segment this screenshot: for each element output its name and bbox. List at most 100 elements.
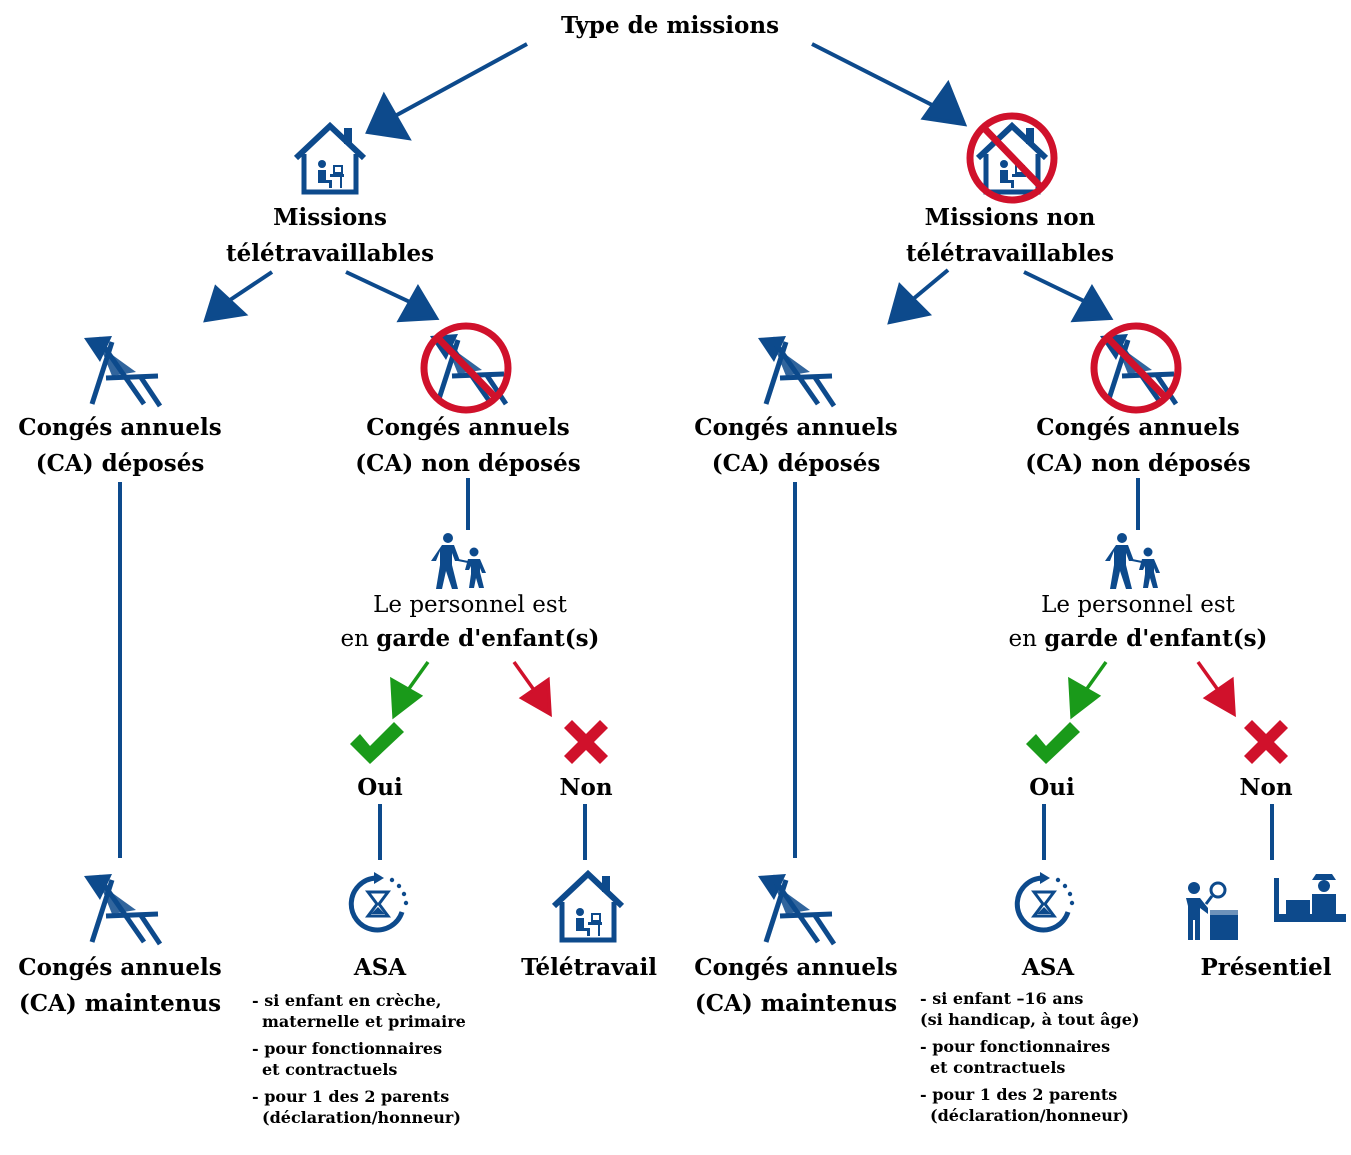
- branch-left-title: Missions télétravaillables: [180, 200, 480, 272]
- label-telework: Télétravail: [521, 954, 657, 981]
- root-title: Type de missions: [560, 12, 780, 39]
- label-l-notdeposited-line1: Congés annuels: [366, 414, 570, 441]
- checkmark-icon: [1026, 722, 1080, 764]
- notes-right: - si enfant –16 ans (si handicap, à tout…: [920, 988, 1200, 1132]
- label-r-deposited-line2: (CA) déposés: [711, 450, 881, 477]
- branch-left-line1: Missions: [273, 204, 387, 231]
- label-r-deposited-line1: Congés annuels: [694, 414, 898, 441]
- checkmark-icon: [350, 722, 404, 764]
- hourglass-timer-icon: [1014, 872, 1075, 933]
- note-item: - pour fonctionnaires et contractuels: [252, 1038, 522, 1080]
- arrow-root-right: [811, 42, 939, 110]
- label-r-no: Non: [1239, 774, 1293, 801]
- arrow-l-right: [345, 270, 413, 305]
- label-r-maintained-line1: Congés annuels: [694, 954, 898, 981]
- cross-icon: [564, 720, 608, 764]
- note-line2: (déclaration/honneur): [930, 1106, 1129, 1125]
- label-l-notdeposited: Congés annuels (CA) non déposés: [330, 410, 606, 482]
- label-r-notdeposited-line1: Congés annuels: [1036, 414, 1240, 441]
- deckchair-icon: [758, 336, 837, 408]
- house-telework-forbidden-icon: [966, 112, 1058, 204]
- note-item: - si enfant –16 ans (si handicap, à tout…: [920, 988, 1200, 1030]
- arrow-r-no-head: [1202, 676, 1236, 718]
- note-line2: (si handicap, à tout âge): [920, 1010, 1140, 1029]
- note-line1: - pour 1 des 2 parents: [920, 1085, 1118, 1104]
- arrow-r-left: [910, 268, 950, 302]
- arrow-root-left: [394, 42, 528, 118]
- deckchair-icon: [84, 874, 163, 946]
- note-item: - pour 1 des 2 parents (déclaration/honn…: [920, 1084, 1200, 1126]
- parent-child-icon: [1105, 533, 1160, 589]
- label-r-maintained: Congés annuels (CA) maintenus: [676, 950, 916, 1022]
- inspector-icon: [1186, 881, 1238, 940]
- childcare-line1: Le personnel est: [373, 592, 567, 618]
- note-line2: maternelle et primaire: [262, 1012, 466, 1031]
- branch-right-line1: Missions non: [924, 204, 1096, 231]
- label-l-maintained: Congés annuels (CA) maintenus: [0, 950, 240, 1022]
- parent-child-icon: [431, 533, 486, 589]
- arrow-r-right: [1023, 270, 1087, 304]
- arrow-l-no-head: [518, 676, 552, 718]
- note-line2: (déclaration/honneur): [262, 1108, 461, 1127]
- arrow-l-yes-head: [390, 676, 424, 720]
- cross-icon: [1244, 720, 1288, 764]
- arrow-r-yes: [1084, 660, 1108, 692]
- label-l-yes: Oui: [357, 774, 403, 801]
- label-r-maintained-line2: (CA) maintenus: [694, 990, 898, 1017]
- note-line1: - pour fonctionnaires: [920, 1037, 1111, 1056]
- label-l-notdeposited-line2: (CA) non déposés: [355, 450, 581, 477]
- branch-right-line2: télétravaillables: [905, 240, 1115, 267]
- label-onsite: Présentiel: [1200, 954, 1332, 981]
- label-l-deposited-line2: (CA) déposés: [35, 450, 205, 477]
- arrow-l-left-head: [203, 284, 249, 323]
- desk-officer-icon: [1274, 874, 1346, 922]
- label-l-asa: ASA: [353, 954, 407, 981]
- note-item: - si enfant en crèche, maternelle et pri…: [252, 990, 522, 1032]
- note-item: - pour 1 des 2 parents (déclaration/honn…: [252, 1086, 522, 1128]
- label-r-yes: Oui: [1029, 774, 1075, 801]
- note-line1: - pour 1 des 2 parents: [252, 1087, 450, 1106]
- label-l-no: Non: [559, 774, 613, 801]
- note-line1: - pour fonctionnaires: [252, 1039, 443, 1058]
- branch-right-title: Missions non télétravaillables: [860, 200, 1160, 272]
- childcare-bold: garde d'enfant(s): [1044, 625, 1268, 652]
- childcare-line1: Le personnel est: [1041, 592, 1235, 618]
- arrow-r-left-head: [887, 282, 933, 325]
- arrow-root-right-head: [920, 79, 968, 127]
- deckchair-forbidden-icon: [1090, 322, 1182, 414]
- childcare-text-left: Le personnel est en garde d'enfant(s): [300, 588, 640, 656]
- note-line2: et contractuels: [262, 1060, 398, 1079]
- childcare-line2: en garde d'enfant(s): [300, 622, 640, 656]
- deckchair-icon: [758, 874, 837, 946]
- house-telework-icon: [551, 869, 625, 943]
- label-r-notdeposited-line2: (CA) non déposés: [1025, 450, 1251, 477]
- label-l-maintained-line2: (CA) maintenus: [18, 990, 222, 1017]
- childcare-line2: en garde d'enfant(s): [968, 622, 1308, 656]
- hourglass-timer-icon: [348, 872, 409, 933]
- arrow-r-right-head: [1070, 284, 1114, 323]
- house-telework-icon: [293, 121, 367, 195]
- notes-left: - si enfant en crèche, maternelle et pri…: [252, 990, 522, 1134]
- note-line1: - si enfant en crèche,: [252, 991, 442, 1010]
- label-r-asa: ASA: [1021, 954, 1075, 981]
- label-r-notdeposited: Congés annuels (CA) non déposés: [1000, 410, 1276, 482]
- arrow-r-yes-head: [1068, 676, 1102, 720]
- note-line2: et contractuels: [930, 1058, 1066, 1077]
- childcare-pre: en: [340, 626, 369, 652]
- arrow-l-left: [228, 270, 274, 302]
- childcare-bold: garde d'enfant(s): [376, 625, 600, 652]
- label-l-deposited-line1: Congés annuels: [18, 414, 222, 441]
- label-l-deposited: Congés annuels (CA) déposés: [0, 410, 240, 482]
- note-line1: - si enfant –16 ans: [920, 989, 1084, 1008]
- arrow-l-yes: [406, 660, 430, 692]
- arrow-l-right-head: [396, 284, 440, 323]
- label-l-maintained-line1: Congés annuels: [18, 954, 222, 981]
- label-r-deposited: Congés annuels (CA) déposés: [676, 410, 916, 482]
- deckchair-forbidden-icon: [420, 322, 512, 414]
- childcare-text-right: Le personnel est en garde d'enfant(s): [968, 588, 1308, 656]
- note-item: - pour fonctionnaires et contractuels: [920, 1036, 1200, 1078]
- childcare-pre: en: [1008, 626, 1037, 652]
- deckchair-icon: [84, 336, 163, 408]
- arrow-r-no: [1196, 660, 1220, 692]
